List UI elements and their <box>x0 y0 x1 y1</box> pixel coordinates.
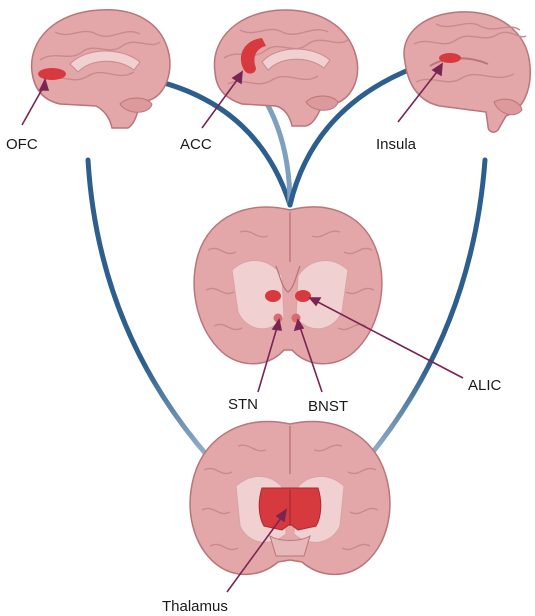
alic-region-right <box>295 290 311 302</box>
label-bnst: BNST <box>308 398 348 415</box>
label-ofc: OFC <box>6 136 38 153</box>
label-thalamus: Thalamus <box>162 598 228 615</box>
alic-region-left <box>265 290 281 302</box>
label-insula: Insula <box>376 136 417 153</box>
brain-sagittal-ofc <box>32 10 170 128</box>
insula-region <box>439 53 461 63</box>
brain-coronal-capsule <box>194 207 382 364</box>
label-stn: STN <box>228 396 258 413</box>
brain-lateral-insula <box>404 12 530 132</box>
label-acc: ACC <box>180 136 212 153</box>
label-alic: ALIC <box>468 377 502 394</box>
ofc-region <box>38 68 66 80</box>
brain-sagittal-acc <box>214 10 357 126</box>
brain-coronal-thalamus <box>190 421 390 574</box>
